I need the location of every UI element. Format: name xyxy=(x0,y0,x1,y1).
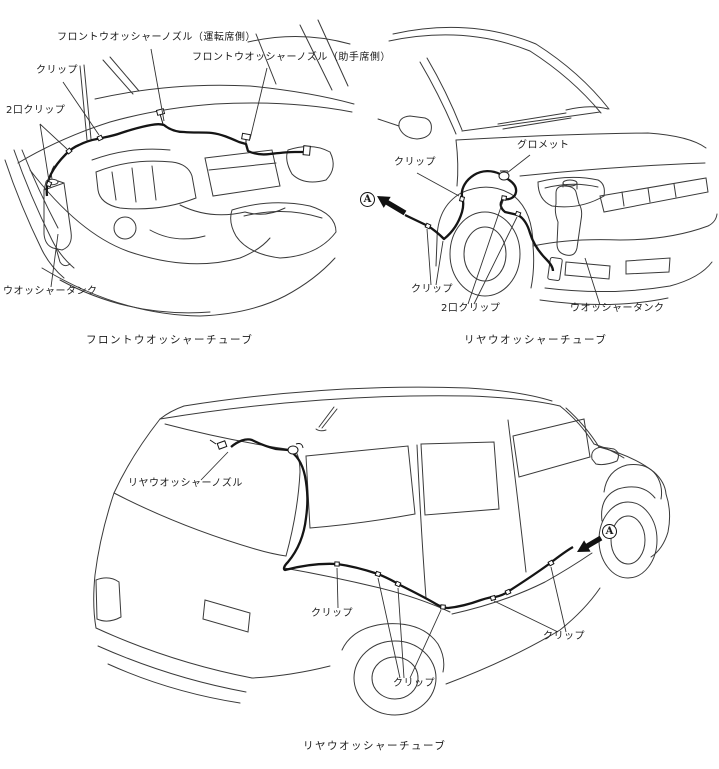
caption-rear-washer-tube-front: リヤウオッシャーチューブ xyxy=(464,334,608,346)
rear-body-panel-car-art xyxy=(93,386,671,716)
rear-body-clip xyxy=(374,570,382,578)
label-rear-clip-right: クリップ xyxy=(543,631,585,642)
label-rear-clip-upper: クリップ xyxy=(394,157,436,168)
rear-clip xyxy=(458,195,466,203)
label-front-two-port-clip: 2口クリップ xyxy=(6,105,66,116)
label-front-nozzle-passenger: フロントウオッシャーノズル（助手席側） xyxy=(192,52,391,63)
caption-front-washer-tube: フロントウオッシャーチューブ xyxy=(86,334,254,346)
rear-washer-pump xyxy=(547,257,563,281)
label-rear-clip-left: クリップ xyxy=(311,608,353,619)
rear-body-clip xyxy=(394,580,402,588)
front-washer-tube xyxy=(45,108,311,197)
continuation-arrow xyxy=(577,535,603,552)
rear-body-grommet xyxy=(287,445,299,455)
front-leader-lines xyxy=(39,48,268,288)
marker-a-front-section: A xyxy=(360,192,375,207)
front-clip xyxy=(65,147,73,155)
rear-washer-nozzle xyxy=(216,440,228,450)
marker-a-body-section: A xyxy=(602,524,617,539)
rear-two-port-clip xyxy=(500,195,508,201)
rear-front-washer-tube xyxy=(377,169,555,272)
front-clip xyxy=(96,134,104,142)
rear-front-leader-lines xyxy=(416,154,601,306)
front-nozzle-passenger xyxy=(241,132,252,141)
front-washer-tank xyxy=(43,165,72,267)
label-rear-washer-tank: ウオッシャータンク xyxy=(570,303,665,314)
label-rear-nozzle: リヤウオッシャーノズル xyxy=(128,478,243,489)
continuation-arrow xyxy=(377,196,407,216)
rear-front-panel-car-art xyxy=(377,26,718,306)
rear-body-clip xyxy=(504,588,512,596)
label-rear-two-port-clip: 2口クリップ xyxy=(441,303,501,314)
rear-clip xyxy=(424,222,432,230)
rear-body-clip xyxy=(489,594,497,602)
label-rear-clip-lower: クリップ xyxy=(411,284,453,295)
label-front-nozzle-driver: フロントウオッシャーノズル（運転席側） xyxy=(57,32,256,43)
front-tube-end-connector xyxy=(302,145,311,156)
rear-body-clip xyxy=(440,604,446,610)
label-rear-clip-center: クリップ xyxy=(393,678,435,689)
rear-washer-tank xyxy=(547,179,583,281)
front-nozzle-driver-stub xyxy=(159,113,164,125)
rear-body-washer-tube xyxy=(209,438,603,610)
front-panel-car-art xyxy=(4,19,355,317)
rear-two-port-clip xyxy=(514,210,522,218)
rear-grommet xyxy=(498,171,510,181)
label-rear-grommet: グロメット xyxy=(517,140,570,151)
front-clip xyxy=(45,180,53,188)
rear-body-clip xyxy=(334,561,340,567)
rear-body-clip xyxy=(547,559,555,567)
label-front-washer-tank: ウオッシャータンク xyxy=(3,286,98,297)
rear-body-leader-lines xyxy=(200,451,567,679)
front-nozzle-driver xyxy=(155,108,166,116)
caption-rear-washer-tube-body: リヤウオッシャーチューブ xyxy=(303,740,447,752)
label-front-clip: クリップ xyxy=(36,65,78,76)
